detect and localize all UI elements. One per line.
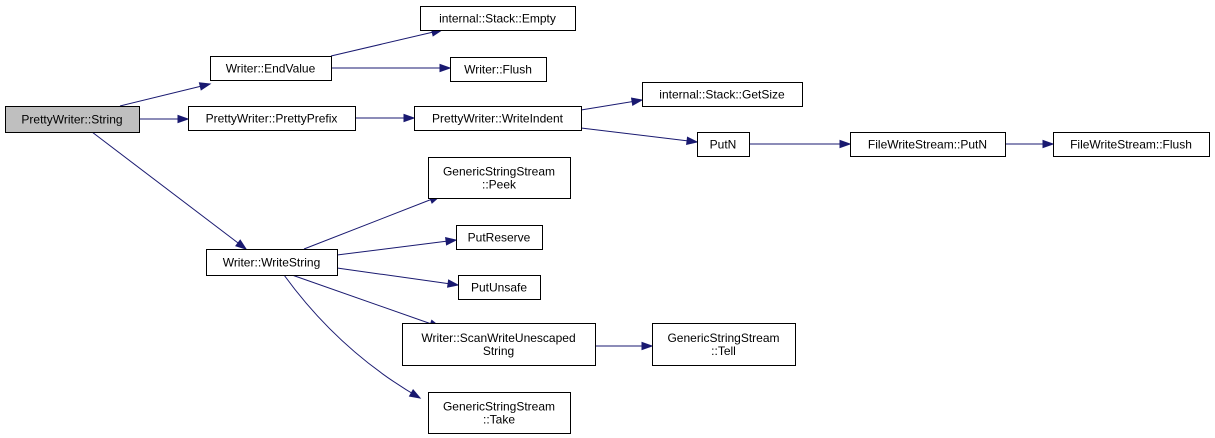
arrow-head-icon: [177, 114, 190, 124]
node-label: PrettyWriter::WriteIndent: [432, 112, 564, 126]
arrow-head-icon: [447, 279, 460, 288]
arrow-head-icon: [198, 82, 212, 91]
edge-line: [330, 29, 443, 57]
node-writer-end-value[interactable]: Writer::EndValue: [210, 56, 332, 81]
node-label: Writer::EndValue: [226, 62, 316, 76]
edge-line: [580, 127, 698, 143]
edge-writer-write-string-to-put-reserve: [336, 237, 458, 256]
edge-line: [291, 274, 441, 328]
node-label: PrettyWriter::String: [21, 113, 122, 127]
node-writer-flush[interactable]: Writer::Flush: [450, 57, 547, 82]
node-label: PutN: [710, 138, 737, 152]
node-writer-write-string[interactable]: Writer::WriteString: [206, 249, 338, 276]
arrow-head-icon: [408, 389, 422, 399]
edge-put-n-to-file-write-stream-put-n: [749, 139, 852, 149]
node-label: FileWriteStream::Flush: [1070, 138, 1192, 152]
node-internal-stack-get-size[interactable]: internal::Stack::GetSize: [642, 82, 803, 107]
node-box[interactable]: [642, 82, 803, 107]
node-box[interactable]: [456, 225, 543, 250]
node-label: ::Tell: [711, 344, 736, 358]
edge-writer-scan-write-unescaped-string-to-generic-string-stream-tell: [595, 341, 654, 351]
edge-writer-write-string-to-generic-string-stream-peek: [303, 195, 442, 250]
node-put-n[interactable]: PutN: [697, 132, 750, 157]
node-label: Writer::Flush: [464, 63, 532, 77]
node-box[interactable]: [428, 157, 571, 199]
node-box[interactable]: [1053, 132, 1210, 157]
node-box[interactable]: [697, 132, 750, 157]
edge-line: [336, 267, 459, 286]
edge-writer-end-value-to-writer-flush: [331, 63, 452, 73]
node-pretty-writer-pretty-prefix[interactable]: PrettyWriter::PrettyPrefix: [188, 106, 356, 131]
edge-line: [336, 239, 457, 256]
node-box[interactable]: [414, 106, 582, 131]
node-put-reserve[interactable]: PutReserve: [456, 225, 543, 250]
edge-writer-write-string-to-put-unsafe: [336, 267, 460, 288]
node-label: GenericStringStream: [667, 331, 779, 345]
node-label: PrettyWriter::PrettyPrefix: [206, 112, 338, 126]
edge-pretty-writer-write-indent-to-put-n: [580, 127, 699, 146]
edge-layer: [91, 28, 1055, 399]
edge-pretty-writer-string-to-writer-write-string: [91, 131, 248, 250]
arrow-head-icon: [445, 237, 458, 246]
edge-pretty-writer-string-to-pretty-writer-pretty-prefix: [139, 114, 190, 124]
arrow-head-icon: [686, 136, 699, 146]
node-label: ::Take: [483, 413, 515, 427]
arrow-head-icon: [235, 239, 248, 250]
arrow-head-icon: [439, 63, 452, 73]
node-pretty-writer-write-indent[interactable]: PrettyWriter::WriteIndent: [414, 106, 582, 131]
arrow-head-icon: [1042, 139, 1055, 149]
edge-line: [303, 195, 441, 250]
edge-writer-end-value-to-internal-stack-empty: [330, 28, 444, 57]
node-generic-string-stream-take[interactable]: GenericStringStream::Take: [428, 392, 571, 434]
node-label: FileWriteStream::PutN: [868, 138, 987, 152]
node-internal-stack-empty[interactable]: internal::Stack::Empty: [420, 6, 576, 31]
node-layer: PrettyWriter::StringWriter::EndValueinte…: [5, 6, 1210, 434]
edge-writer-write-string-to-generic-string-stream-take: [283, 274, 422, 399]
node-box[interactable]: [428, 392, 571, 434]
node-box[interactable]: [420, 6, 576, 31]
edge-line: [91, 131, 247, 250]
arrow-head-icon: [403, 113, 416, 123]
node-label: Writer::WriteString: [223, 256, 321, 270]
node-box[interactable]: [458, 275, 541, 300]
node-box[interactable]: [450, 57, 547, 82]
node-box[interactable]: [652, 323, 796, 366]
node-generic-string-stream-peek[interactable]: GenericStringStream::Peek: [428, 157, 571, 199]
node-generic-string-stream-tell[interactable]: GenericStringStream::Tell: [652, 323, 796, 366]
node-label: ::Peek: [482, 178, 517, 192]
node-box[interactable]: [206, 249, 338, 276]
root-node-box[interactable]: [5, 106, 140, 133]
node-label: PutUnsafe: [471, 281, 527, 295]
node-box[interactable]: [188, 106, 356, 131]
edge-pretty-writer-write-indent-to-internal-stack-get-size: [580, 97, 644, 111]
node-file-write-stream-put-n[interactable]: FileWriteStream::PutN: [850, 132, 1006, 157]
edge-writer-write-string-to-writer-scan-write-unescaped-string: [291, 274, 442, 328]
edge-pretty-writer-pretty-prefix-to-pretty-writer-write-indent: [355, 113, 416, 123]
arrow-head-icon: [641, 341, 654, 351]
arrow-head-icon: [839, 139, 852, 149]
node-label: PutReserve: [468, 231, 531, 245]
node-box[interactable]: [210, 56, 332, 81]
node-label: Writer::ScanWriteUnescaped: [421, 331, 575, 345]
node-label: GenericStringStream: [443, 165, 555, 179]
node-box[interactable]: [402, 323, 596, 366]
node-label: String: [483, 344, 514, 358]
node-label: internal::Stack::GetSize: [659, 88, 785, 102]
node-pretty-writer-string[interactable]: PrettyWriter::String: [5, 106, 140, 133]
node-label: GenericStringStream: [443, 400, 555, 414]
node-box[interactable]: [850, 132, 1006, 157]
node-put-unsafe[interactable]: PutUnsafe: [458, 275, 541, 300]
edge-line: [119, 83, 211, 107]
node-label: internal::Stack::Empty: [439, 12, 556, 26]
edge-file-write-stream-put-n-to-file-write-stream-flush: [1005, 139, 1055, 149]
node-file-write-stream-flush[interactable]: FileWriteStream::Flush: [1053, 132, 1210, 157]
edge-pretty-writer-string-to-writer-end-value: [119, 82, 212, 107]
edge-line: [283, 274, 421, 399]
arrow-head-icon: [630, 97, 644, 106]
